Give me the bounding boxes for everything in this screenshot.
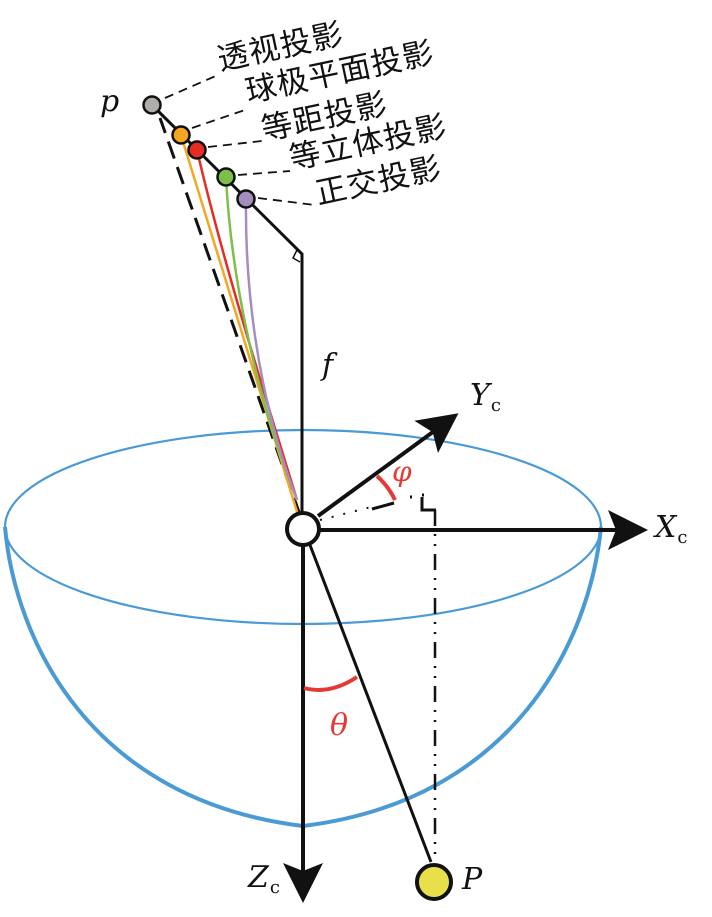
optical-center <box>285 511 321 547</box>
label-leaders <box>164 74 316 206</box>
orthographic-point <box>236 189 256 209</box>
x-axis-label: Xc <box>655 510 688 548</box>
right-angle-mark <box>420 497 436 512</box>
orthographic-ray <box>244 198 299 501</box>
y-axis <box>316 413 459 518</box>
phi-label: φ <box>392 455 412 488</box>
phi-arc <box>375 474 397 501</box>
world-point-label: P <box>462 862 483 897</box>
world-point-P <box>415 863 453 901</box>
equisolid-ray <box>224 176 299 501</box>
equisolid-point <box>216 167 236 187</box>
right-angle-mark <box>292 249 301 263</box>
projection-rays <box>158 117 302 516</box>
theta-construction <box>303 544 433 863</box>
stereographic-point <box>171 125 191 145</box>
y-axis-label: Yc <box>470 378 501 416</box>
equidistant-point <box>187 140 207 160</box>
image-point-label: p <box>100 84 120 119</box>
ray-to-P <box>308 544 433 863</box>
axes <box>283 413 648 903</box>
focal-length-label: f <box>322 348 334 383</box>
phi-construction <box>319 474 437 862</box>
image-points <box>142 95 256 209</box>
equidistant-ray <box>195 149 299 501</box>
z-axis-label: Zc <box>248 860 280 898</box>
theta-arc <box>303 675 359 692</box>
theta-label: θ <box>330 708 349 743</box>
perspective-point <box>142 95 162 115</box>
